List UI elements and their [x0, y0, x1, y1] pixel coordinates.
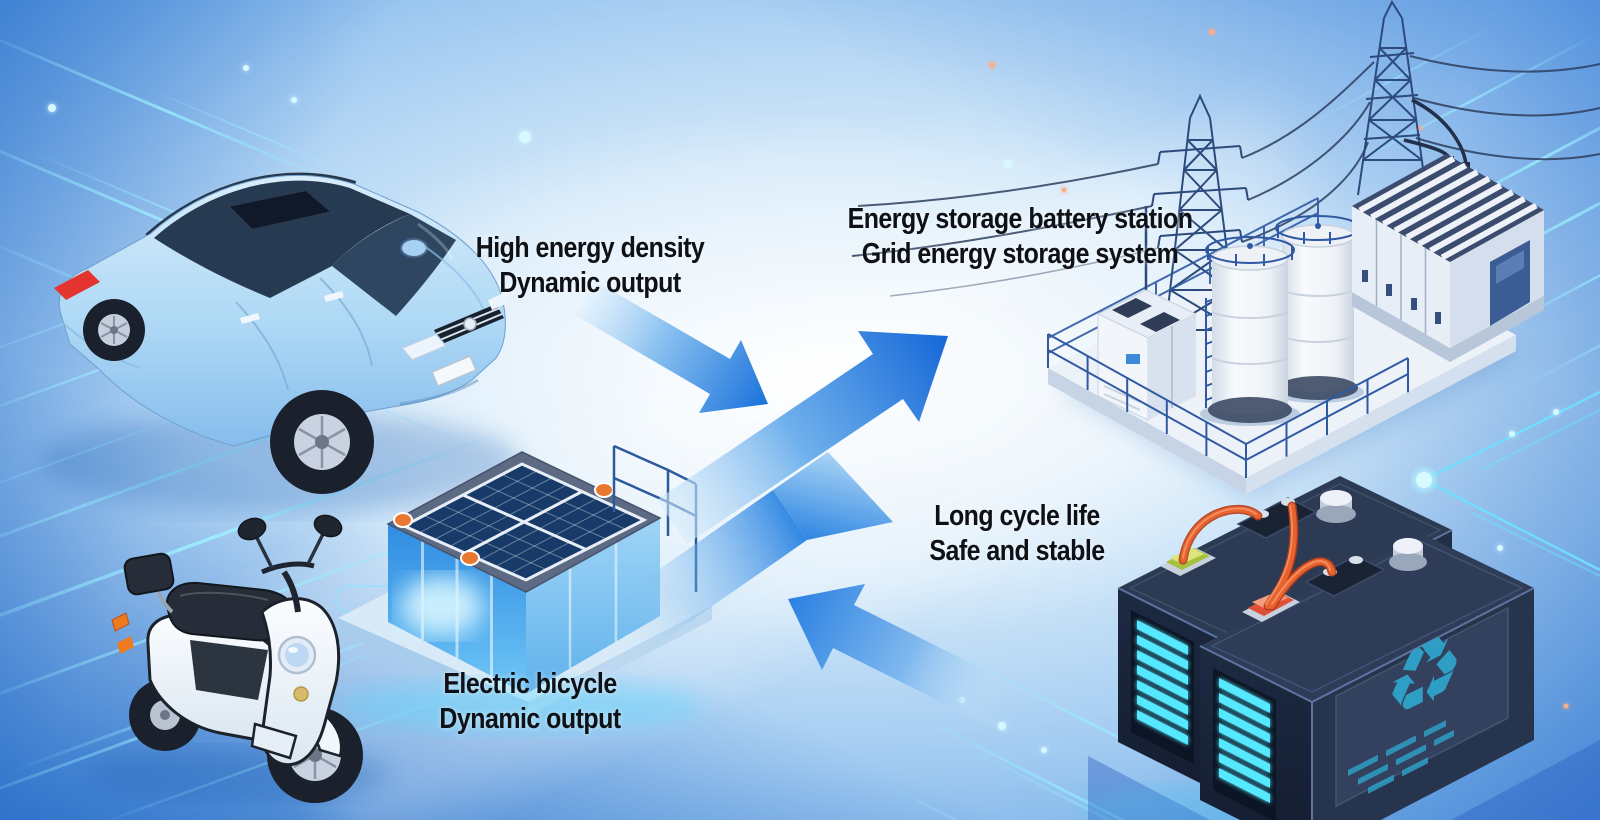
scooter-indicator: [117, 636, 134, 654]
car-taillight: [54, 270, 100, 300]
label-electric-bicycle: Electric bicycle Dynamic output: [397, 667, 664, 737]
warm-dots: [989, 29, 1569, 709]
battery-front-panel: [1335, 606, 1509, 808]
arrow-fold-ribbon-band: [611, 490, 807, 653]
scooter-indicator: [111, 612, 130, 632]
battery-pack-illustration: ♻: [1080, 476, 1600, 820]
label-long-cycle-life: Long cycle life Safe and stable: [884, 499, 1151, 569]
car-mirror: [400, 238, 428, 258]
scooter-leg-shield: [260, 597, 341, 767]
label-line: Grid energy storage system: [861, 238, 1179, 270]
battery-level-indicator: [1219, 678, 1270, 803]
battery-cell-icon: ♻: [1199, 534, 1535, 820]
indicator-lamp: [594, 482, 614, 498]
label-line: Long cycle life: [934, 500, 1100, 532]
flow-arrows: [575, 281, 1019, 730]
label-line: High energy density: [475, 232, 705, 264]
station-platform-side-right: [1246, 335, 1516, 494]
indicator-lamp: [393, 512, 413, 528]
arrow-batteries-to-center: [788, 584, 1019, 730]
car-headlight: [488, 292, 510, 310]
car-door-handle: [324, 291, 344, 302]
arrow-fold-ribbon-corner: [773, 452, 893, 540]
station-platform-side-left: [1048, 368, 1246, 494]
label-line: Safe and stable: [929, 535, 1105, 567]
car-wheel-rear: [83, 299, 145, 361]
label-storage-station: Energy storage battery station Grid ener…: [827, 202, 1214, 272]
scooter-mirror: [237, 517, 267, 541]
car-license-plate: [431, 355, 477, 387]
car-headlight: [400, 333, 448, 361]
face-glow: [400, 576, 484, 636]
car-brand-badge: [463, 317, 477, 331]
control-cabinet-icon: [1096, 206, 1198, 421]
storage-tank-icon: [1205, 236, 1295, 423]
scooter-backrest: [123, 552, 175, 596]
label-line: Dynamic output: [499, 267, 681, 299]
battery-label-dashes: [1348, 720, 1454, 794]
label-line: Electric bicycle: [443, 668, 617, 700]
energy-storage-station-illustration: [851, 0, 1600, 500]
car-sunroof: [225, 188, 335, 232]
label-line: Energy storage battery station: [847, 203, 1193, 235]
power-lines: [851, 55, 1600, 297]
container-roof: [1352, 154, 1544, 262]
car-windshield: [332, 214, 456, 316]
station-railing-front: [1047, 333, 1409, 478]
battery-level-indicator: [1137, 620, 1188, 745]
label-line: Dynamic output: [439, 703, 621, 735]
scooter-floorboard: [250, 722, 298, 760]
car-roof-glass: [154, 180, 410, 298]
arrow-ev-to-center: [575, 281, 768, 413]
indicator-lamp: [460, 550, 480, 566]
car-door-handle: [240, 313, 260, 324]
label-high-energy-density: High energy density Dynamic output: [435, 231, 745, 301]
glow-node-core: [1416, 472, 1432, 488]
electric-scooter-illustration: [90, 514, 390, 803]
scooter-mirror: [313, 514, 343, 538]
cabinet-label: [1126, 354, 1140, 364]
arrow-center-to-station: [657, 331, 948, 544]
car-wheel-front: [270, 390, 374, 494]
transmission-tower-icon: [1357, 0, 1427, 196]
terminal-post: [1389, 538, 1427, 571]
electric-car-illustration: [40, 172, 520, 512]
scooter-badge: [293, 686, 309, 702]
terminal-post: [1316, 490, 1356, 523]
storage-container-building-icon: [1352, 154, 1544, 362]
car-door-seams: [235, 277, 373, 391]
scooter-hand-lebar: [237, 514, 343, 613]
platform-glow: [335, 680, 705, 732]
scooter-underseat: [190, 640, 268, 700]
terminal-block: [1304, 555, 1386, 597]
battery-cables: [1178, 501, 1337, 611]
container-face-right: [526, 518, 660, 694]
